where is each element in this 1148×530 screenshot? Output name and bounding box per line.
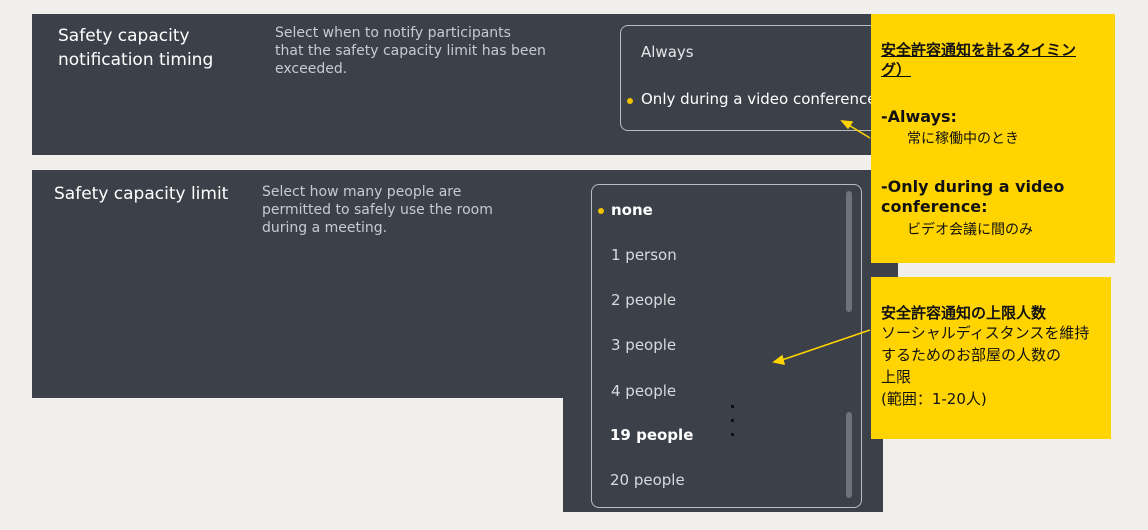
limit-description: Select how many people are permitted to … [262, 183, 493, 237]
limit-option-20[interactable]: 20 people [610, 471, 685, 489]
limit-callout-line3: 上限 [881, 368, 912, 386]
timing-option-video-conference[interactable]: Only during a video conference [641, 90, 877, 108]
limit-callout: 安全許容通知の上限人数 ソーシャルディスタンスを維持 するためのお部屋の人数の … [871, 277, 1111, 439]
timing-callout-heading-line2: グ） [881, 61, 912, 79]
timing-title: Safety capacity notification timing [58, 24, 213, 72]
limit-option-3[interactable]: 3 people [611, 336, 677, 354]
listbox-scrollbar[interactable] [846, 191, 852, 312]
limit-desc-line3: during a meeting. [262, 220, 388, 236]
video-label-line2: conference: [881, 197, 988, 216]
limit-option-19[interactable]: 19 people [610, 426, 694, 444]
video-label-line1: -Only during a video [881, 177, 1065, 196]
limit-callout-heading: 安全許容通知の上限人数 [881, 304, 1047, 322]
always-label: -Always: [881, 107, 957, 126]
timing-title-line1: Safety capacity [58, 26, 190, 46]
video-description: ビデオ会議に間のみ [907, 222, 1033, 238]
limit-callout-line4: (範囲：1-20人) [881, 390, 987, 408]
timing-desc-line3: exceeded. [275, 61, 348, 77]
limit-option-1[interactable]: 1 person [611, 246, 677, 264]
timing-callout-heading: 安全許容通知を計るタイミン グ） [881, 40, 1076, 80]
limit-list-continuation [563, 398, 883, 512]
always-description: 常に稼働中のとき [907, 131, 1019, 147]
limit-desc-line2: permitted to safely use the room [262, 202, 493, 218]
timing-callout-heading-line1: 安全許容通知を計るタイミン [881, 41, 1077, 59]
limit-option-2[interactable]: 2 people [611, 291, 677, 309]
timing-setting-panel: Safety capacity notification timing Sele… [32, 14, 898, 155]
timing-title-line2: notification timing [58, 50, 214, 70]
limit-callout-line2: するためのお部屋の人数の [881, 346, 1062, 364]
timing-description: Select when to notify participants that … [275, 24, 546, 78]
limit-callout-line1: ソーシャルディスタンスを維持 [881, 324, 1090, 342]
ellipsis-vertical-icon [731, 405, 735, 455]
limit-title: Safety capacity limit [54, 184, 229, 204]
timing-option-always[interactable]: Always [641, 43, 694, 61]
limit-desc-line1: Select how many people are [262, 184, 462, 200]
limit-setting-panel: Safety capacity limit Select how many pe… [32, 170, 898, 398]
listbox-scrollbar-lower[interactable] [846, 412, 852, 498]
selected-dot-icon [627, 98, 633, 104]
selected-dot-icon [598, 208, 604, 214]
limit-option-4[interactable]: 4 people [611, 382, 677, 400]
timing-desc-line2: that the safety capacity limit has been [275, 43, 546, 59]
limit-option-none[interactable]: none [611, 201, 653, 219]
timing-options-listbox[interactable] [620, 25, 888, 131]
timing-callout: 安全許容通知を計るタイミン グ） -Always: 常に稼働中のとき -Only… [871, 14, 1115, 263]
video-label: -Only during a video conference: [881, 177, 1064, 217]
timing-desc-line1: Select when to notify participants [275, 25, 511, 41]
